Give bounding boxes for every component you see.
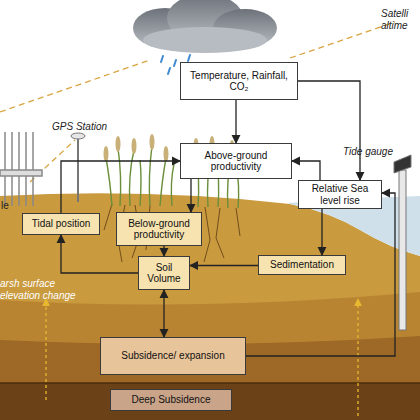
- rain-cloud: [133, 0, 277, 53]
- rain-drops: [168, 68, 170, 74]
- flow-arrow: [190, 265, 258, 266]
- flow-arrow: [190, 179, 191, 212]
- tide-gauge: [394, 155, 411, 330]
- satellite-link: [290, 22, 395, 58]
- grass-seedheads: [150, 134, 155, 150]
- marsh-grass: [130, 150, 135, 206]
- deep-benchmark-line: [45, 302, 46, 400]
- flow-arrow: [246, 193, 395, 356]
- deep-benchmark-line: [357, 302, 358, 416]
- set-instrument: [0, 170, 42, 176]
- rain-cloud: [143, 27, 267, 53]
- box-text: Soil Volume: [142, 262, 186, 285]
- rain-drops: [174, 60, 176, 66]
- marsh-grass: [171, 164, 174, 206]
- set-instrument: [25, 132, 27, 206]
- process-box: Temperature, Rainfall, CO₂: [180, 62, 298, 100]
- box-text: Tidal position: [32, 218, 91, 230]
- flow-arrow: [292, 161, 320, 180]
- set-instrument: [18, 132, 20, 206]
- marsh-grass: [106, 158, 112, 206]
- marsh-roots: [216, 208, 224, 258]
- satellite-link: [0, 60, 150, 112]
- grass-seedheads: [164, 146, 169, 162]
- box-text: Deep Subsidence: [132, 394, 211, 406]
- marsh-roots: [104, 204, 112, 230]
- grass-seedheads: [132, 138, 137, 154]
- annotation-label: le: [1, 200, 21, 212]
- process-box: Below-ground productivity: [116, 212, 202, 246]
- set-instrument: [4, 132, 6, 206]
- annotation-label: Tide gauge: [343, 146, 403, 158]
- set-instrument: [32, 132, 34, 206]
- box-text: Sedimentation: [270, 259, 334, 271]
- marsh-grass: [149, 146, 152, 206]
- gps-station: [71, 133, 85, 202]
- set-instrument: [0, 132, 42, 206]
- flow-arrow: [321, 209, 322, 255]
- ground-layers: [0, 383, 420, 420]
- box-text: Relative Sea level rise: [302, 183, 378, 206]
- ground-layers: [0, 193, 420, 420]
- tide-gauge: [399, 170, 406, 330]
- process-box: Above-ground productivity: [180, 143, 292, 179]
- ground-layers: [0, 382, 420, 384]
- gps-station: [77, 138, 79, 202]
- satellite-link: [0, 22, 395, 182]
- flow-arrow: [163, 290, 164, 337]
- grass-seedheads: [104, 146, 109, 162]
- tide-gauge: [394, 155, 411, 173]
- process-box: Tidal position: [22, 213, 100, 235]
- flow-arrow: [298, 81, 360, 180]
- deep-benchmark-line: [46, 302, 358, 416]
- marsh-roots: [204, 207, 210, 262]
- flow-arrow: [235, 100, 236, 143]
- marsh-grass: [140, 160, 141, 206]
- box-text: Subsidence/ expansion: [121, 350, 224, 362]
- grass-seedheads: [116, 136, 121, 152]
- ground-layers: [0, 336, 420, 420]
- marsh-grass: [118, 148, 121, 206]
- process-box: Sedimentation: [258, 255, 346, 275]
- marsh-roots: [104, 204, 240, 262]
- rain-drops: [188, 55, 190, 61]
- annotation-label: GPS Station: [52, 121, 122, 133]
- marsh-grass: [160, 158, 166, 206]
- gps-station: [71, 133, 85, 139]
- annotation-label: arsh surface elevation change: [0, 278, 92, 301]
- annotation-label: Satelli altime: [381, 8, 419, 31]
- box-text: Below-ground productivity: [120, 218, 198, 241]
- marsh-roots: [236, 208, 240, 236]
- process-box: Soil Volume: [138, 256, 190, 290]
- box-text: Above-ground productivity: [184, 150, 288, 173]
- rain-drops: [161, 56, 163, 62]
- process-box: Deep Subsidence: [110, 389, 232, 411]
- process-box: Relative Sea level rise: [298, 180, 382, 209]
- box-text: Temperature, Rainfall, CO₂: [184, 70, 294, 93]
- flow-arrow: [61, 161, 180, 213]
- process-box: Subsidence/ expansion: [100, 337, 246, 375]
- ground-layers: [0, 193, 420, 420]
- ground-layers: [0, 292, 420, 420]
- set-instrument: [11, 132, 13, 206]
- flow-arrow: [163, 246, 164, 256]
